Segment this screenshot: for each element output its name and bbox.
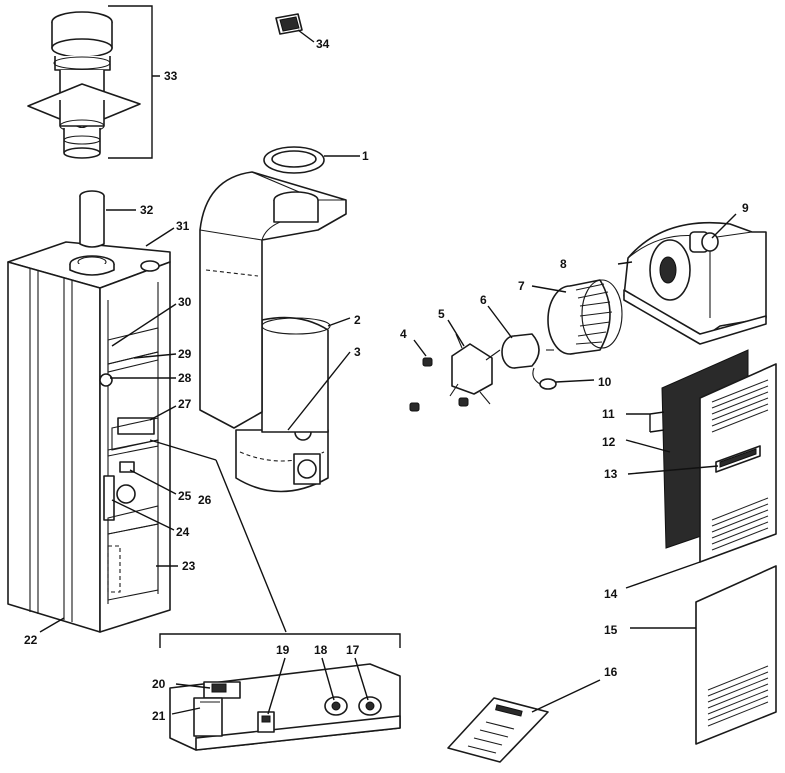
callout-13: 13 (604, 467, 618, 481)
gasket-ring-part-1 (263, 146, 325, 174)
control-panel-detail (169, 663, 401, 751)
callout-4: 4 (400, 327, 407, 341)
callout-5: 5 (438, 307, 445, 321)
callout-2: 2 (354, 313, 361, 327)
callout-1: 1 (362, 149, 369, 163)
callout-34: 34 (316, 37, 330, 51)
callout-33: 33 (164, 69, 178, 83)
callout-16: 16 (604, 665, 618, 679)
furnace-cabinet-part-22 (7, 241, 171, 633)
callout-29: 29 (178, 347, 192, 361)
upper-door-panel-part-14 (699, 363, 777, 563)
callout-6: 6 (480, 293, 487, 307)
callout-18: 18 (314, 643, 328, 657)
bracket-part-34 (275, 13, 303, 35)
callout-23: 23 (182, 559, 196, 573)
callout-8: 8 (560, 257, 567, 271)
callout-12: 12 (602, 435, 616, 449)
blower-motor-part-6 (501, 333, 554, 369)
callout-3: 3 (354, 345, 361, 359)
callout-30: 30 (178, 295, 192, 309)
callout-22: 22 (24, 633, 38, 647)
bracket-33 (108, 5, 160, 159)
callout-11: 11 (602, 407, 615, 421)
callout-21: 21 (152, 709, 166, 723)
callout-10: 10 (598, 375, 612, 389)
callout-28: 28 (178, 371, 192, 385)
callout-7: 7 (518, 279, 525, 293)
callout-32: 32 (140, 203, 154, 217)
motor-bracket-part-5 (449, 333, 501, 405)
flue-stub-part-32 (79, 190, 105, 248)
lower-door-panel-part-15 (695, 565, 777, 745)
callout-25: 25 (178, 489, 192, 503)
callout-20: 20 (152, 677, 166, 691)
callout-26: 26 (198, 493, 212, 507)
callout-24: 24 (176, 525, 190, 539)
callout-27: 27 (178, 397, 192, 411)
screws-part-4 (409, 357, 469, 412)
blower-wheel-part-7 (547, 279, 623, 355)
callout-labels: 1 2 3 4 5 6 7 8 9 10 11 12 13 14 15 16 1… (24, 37, 749, 723)
callout-31: 31 (176, 219, 190, 233)
instruction-label-part-16 (447, 697, 549, 763)
flue-collector-hood (199, 171, 347, 429)
callout-17: 17 (346, 643, 360, 657)
callout-15: 15 (604, 623, 618, 637)
motor-capacitor-part-10 (532, 367, 557, 390)
callout-19: 19 (276, 643, 290, 657)
heat-exchanger-part-2 (235, 316, 331, 493)
callout-14: 14 (604, 587, 618, 601)
vent-assembly-part-33 (27, 11, 141, 159)
blower-housing-part-8 (623, 221, 767, 345)
callout-9: 9 (742, 201, 749, 215)
